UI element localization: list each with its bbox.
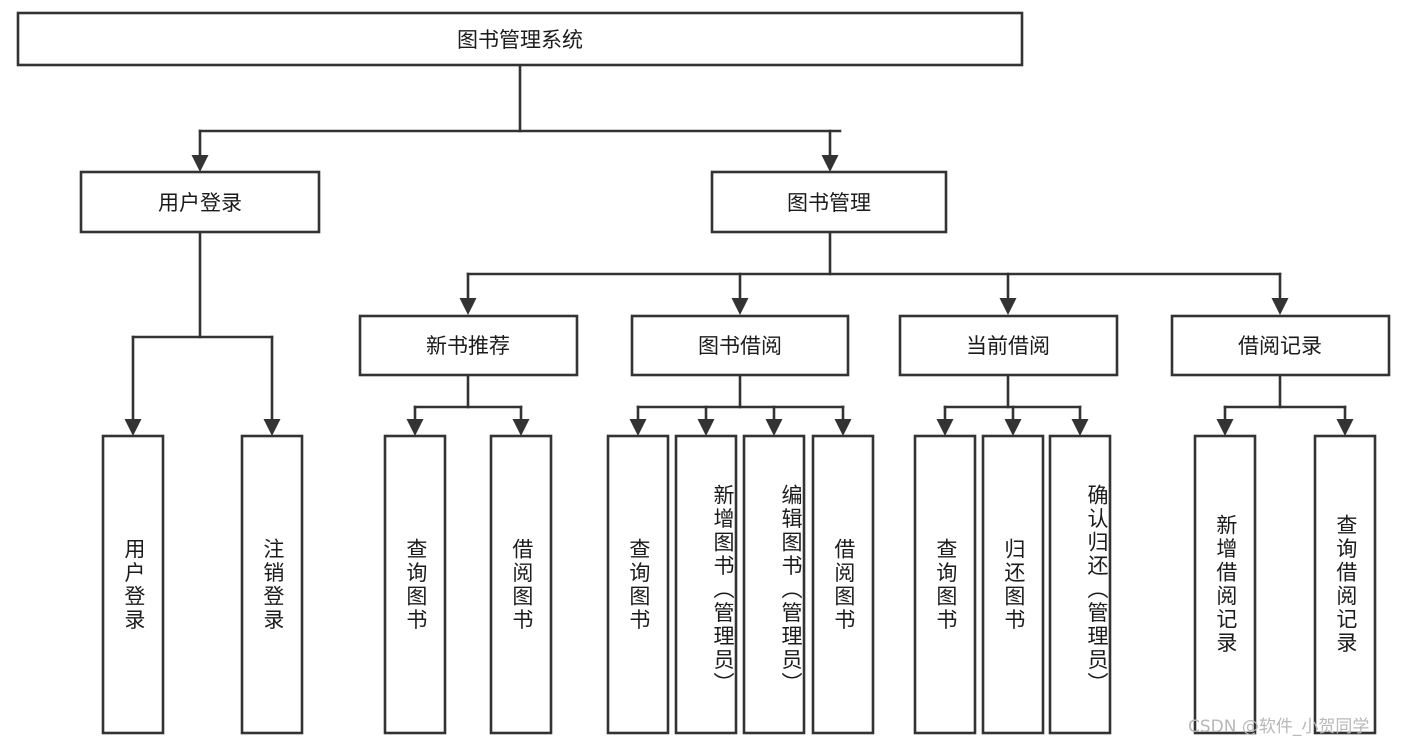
node-borrow-record[interactable]: 借阅记录 — [1170, 314, 1391, 377]
leaf-box-query-book-2[interactable] — [606, 434, 670, 735]
connector-bookmgmt-to-level3 — [466, 230, 1282, 302]
node-current-borrow[interactable]: 当前借阅 — [898, 314, 1119, 377]
node-borrow-record-label: 借阅记录 — [1238, 334, 1322, 358]
arrow-to-leaf-edit-book — [765, 419, 783, 436]
arrow-to-leaf-query-record — [1336, 419, 1354, 436]
connector-currentborrow-to-leaves — [943, 373, 1082, 423]
arrow-to-leaf-user-login — [124, 419, 142, 436]
arrow-to-user-login — [191, 155, 209, 172]
arrow-to-leaf-confirm-return — [1071, 419, 1089, 436]
connector-root-to-level2 — [198, 63, 842, 159]
node-new-book-recommend[interactable]: 新书推荐 — [358, 314, 579, 377]
arrow-to-leaf-add-book — [697, 419, 715, 436]
arrow-to-leaf-borrow-book-2 — [834, 419, 852, 436]
arrow-to-current-borrow — [999, 298, 1017, 315]
connector-newbook-to-leaves — [413, 373, 523, 423]
arrow-to-leaf-query-book-1 — [406, 419, 424, 436]
arrow-to-leaf-query-book-3 — [936, 419, 954, 436]
node-book-management[interactable]: 图书管理 — [710, 170, 948, 234]
arrow-to-leaf-query-book-2 — [629, 419, 647, 436]
arrow-to-borrow-record — [1271, 298, 1289, 315]
connector-bookborrow-to-leaves — [636, 373, 845, 423]
leaf-box-query-record[interactable] — [1313, 434, 1377, 735]
csdn-watermark: CSDN @软件_小贺同学 — [1188, 717, 1370, 737]
node-book-borrow-label: 图书借阅 — [698, 334, 782, 358]
arrow-to-leaf-logout — [263, 419, 281, 436]
node-new-book-recommend-label: 新书推荐 — [426, 334, 510, 358]
leaf-box-query-book-1[interactable] — [383, 434, 447, 735]
connector-userlogin-to-leaves — [131, 230, 274, 423]
arrow-to-leaf-add-record — [1216, 419, 1234, 436]
node-current-borrow-label: 当前借阅 — [966, 334, 1050, 358]
node-root-system-label: 图书管理系统 — [457, 28, 583, 52]
node-book-management-label: 图书管理 — [787, 191, 871, 215]
leaf-box-logout[interactable] — [240, 434, 304, 735]
arrow-to-leaf-borrow-book-1 — [512, 419, 530, 436]
node-user-login[interactable]: 用户登录 — [79, 170, 321, 234]
node-book-borrow[interactable]: 图书借阅 — [630, 314, 850, 377]
leaf-box-return-book[interactable] — [981, 434, 1045, 735]
leaf-box-borrow-book-2[interactable] — [811, 434, 875, 735]
leaf-box-add-record[interactable] — [1193, 434, 1257, 735]
leaf-box-query-book-3[interactable] — [913, 434, 977, 735]
arrow-to-new-book-recommend — [459, 298, 477, 315]
arrow-to-book-management — [821, 155, 839, 172]
leaf-box-borrow-book-1[interactable] — [489, 434, 553, 735]
arrow-to-leaf-return-book — [1004, 419, 1022, 436]
leaf-box-add-book[interactable] — [674, 434, 738, 735]
leaf-box-confirm-return[interactable] — [1048, 434, 1112, 735]
leaf-box-edit-book[interactable] — [742, 434, 806, 735]
arrow-to-book-borrow — [731, 298, 749, 315]
leaf-box-user-login[interactable] — [101, 434, 165, 735]
connector-borrowrecord-to-leaves — [1223, 373, 1347, 423]
node-root-system[interactable]: 图书管理系统 — [16, 11, 1024, 67]
node-user-login-label: 用户登录 — [158, 191, 242, 215]
